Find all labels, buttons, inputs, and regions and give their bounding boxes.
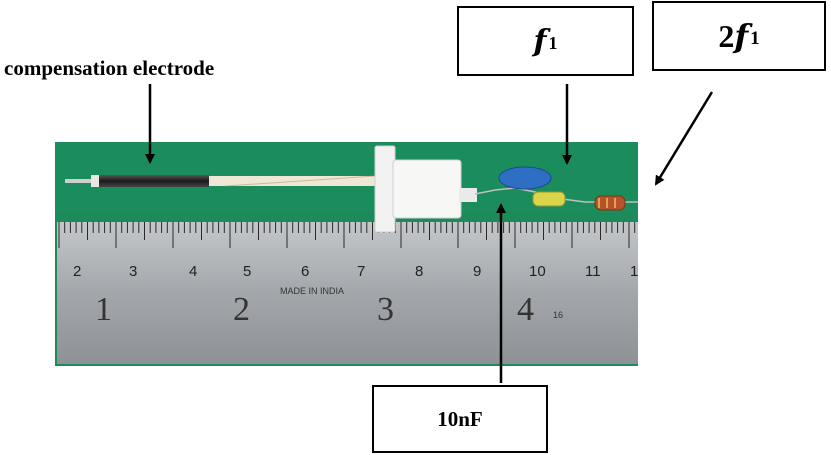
ruler-large-label: 1: [95, 291, 112, 328]
ruler-large-label: 2: [233, 291, 250, 328]
compensation-electrode-rod: [99, 175, 209, 187]
ruler-ticks: [58, 222, 636, 248]
f1-subscript: 1: [548, 33, 558, 54]
ruler-upper-labels: 2 3 4 5 6 7 8 9 10 11 1: [73, 263, 638, 280]
ruler-tick-label: 11: [585, 263, 601, 280]
ruler-tick-label: 1: [630, 263, 638, 280]
ruler-tick-label: 6: [301, 263, 309, 280]
2f1-arrow: [654, 91, 714, 186]
ruler-tick-label: 10: [529, 263, 546, 280]
ruler-tick-label: 4: [189, 263, 197, 280]
electrode-tip: [65, 179, 95, 183]
electrode-photo: 2 3 4 5 6 7 8 9 10 11 1 1 2 3 4 MADE IN …: [55, 142, 638, 366]
electrode-collar: [91, 175, 101, 187]
steel-ruler: [57, 222, 638, 364]
ruler-tick-label: 9: [473, 263, 481, 280]
f1-symbol: f: [533, 23, 547, 59]
yellow-component: [532, 191, 566, 207]
ruler-tick-label: 2: [73, 263, 81, 280]
2f1-subscript: 1: [750, 27, 760, 49]
compensation-electrode-label: compensation electrode: [4, 56, 215, 80]
ruler-tick-label: 7: [357, 263, 365, 280]
blue-capacitor: [498, 166, 552, 190]
ruler-tick-label: 5: [243, 263, 251, 280]
ruler-tick-label: 3: [129, 263, 137, 280]
ruler-large-label: 3: [377, 291, 394, 328]
2f1-coefficient: 2: [718, 17, 735, 54]
ruler-lower-labels: 1 2 3 4: [95, 291, 534, 328]
ruler-small-mark: 16: [553, 310, 563, 320]
2f1-symbol: f: [734, 17, 749, 55]
ruler-brand-text: MADE IN INDIA: [280, 286, 344, 296]
red-inductor: [594, 195, 626, 211]
ruler-large-label: 4: [517, 291, 534, 328]
capacitor-label-box: 10nF: [372, 385, 548, 453]
ruler-tick-label: 8: [415, 263, 423, 280]
